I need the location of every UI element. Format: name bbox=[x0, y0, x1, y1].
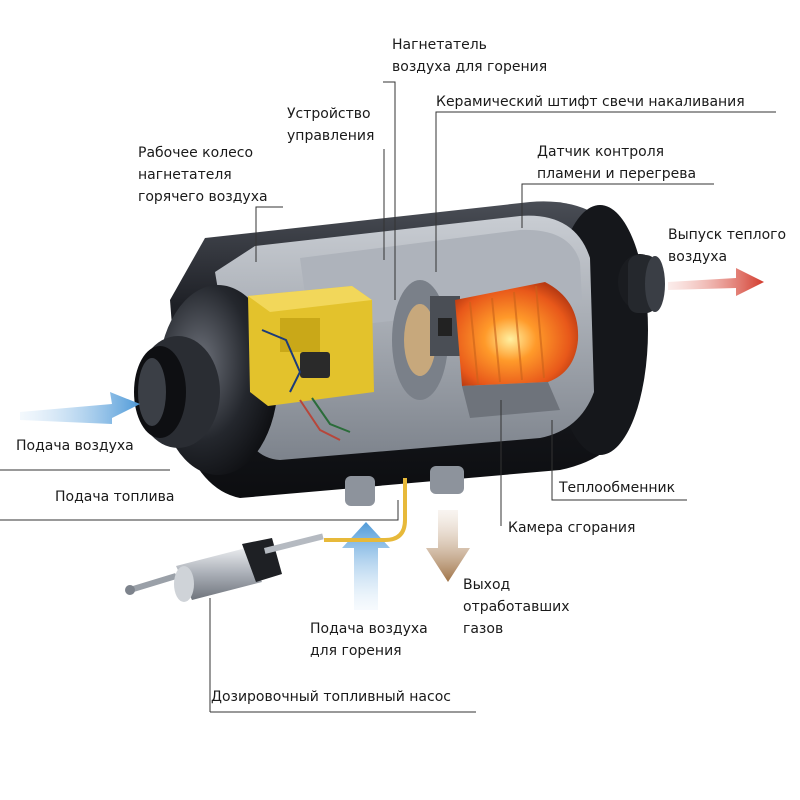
label-line: Керамический штифт свечи накаливания bbox=[436, 94, 745, 110]
label-heat-exchanger: Теплообменник bbox=[559, 477, 675, 499]
fuel-line bbox=[324, 478, 407, 542]
exhaust-down-arrow bbox=[426, 510, 470, 582]
label-warm-air-outlet: Выпуск теплого воздуха bbox=[668, 224, 786, 268]
label-line: Подача топлива bbox=[55, 489, 175, 505]
label-line: отработавших bbox=[463, 599, 570, 615]
label-control-unit: Устройство управления bbox=[287, 103, 374, 147]
warm-air-outlet-arrow bbox=[668, 268, 764, 296]
label-line: Выпуск теплого bbox=[668, 227, 787, 243]
label-line: Нагнетатель bbox=[392, 37, 487, 53]
label-line: воздуха для горения bbox=[392, 59, 548, 75]
label-combustion-air-blower: Нагнетатель воздуха для горения bbox=[392, 34, 547, 78]
label-line: Подача воздуха bbox=[16, 438, 134, 454]
label-line: Устройство bbox=[287, 106, 371, 122]
label-line: Датчик контроля bbox=[537, 144, 665, 160]
label-flame-sensor: Датчик контроля пламени и перегрева bbox=[537, 141, 696, 185]
label-air-intake: Подача воздуха bbox=[16, 435, 134, 457]
control-unit-block bbox=[248, 286, 374, 441]
label-ceramic-glow-pin: Керамический штифт свечи накаливания bbox=[436, 91, 745, 113]
combustion-air-up-arrow bbox=[342, 522, 390, 610]
label-line: пламени и перегрева bbox=[537, 166, 697, 182]
leader-lines bbox=[0, 81, 776, 713]
label-hot-air-impeller: Рабочее колесо нагнетателя горячего возд… bbox=[138, 142, 268, 208]
label-line: газов bbox=[463, 621, 504, 637]
label-line: нагнетателя bbox=[138, 167, 232, 183]
combustion-chamber-flame bbox=[455, 282, 579, 418]
label-combustion-chamber: Камера сгорания bbox=[508, 517, 635, 539]
label-dosing-pump: Дозировочный топливный насос bbox=[211, 686, 451, 708]
label-exhaust: Выход отработавших газов bbox=[463, 574, 570, 640]
label-line: Теплообменник bbox=[559, 480, 676, 496]
label-line: Рабочее колесо bbox=[138, 145, 254, 161]
label-line: управления bbox=[287, 128, 375, 144]
label-line: для горения bbox=[310, 643, 402, 659]
label-line: горячего воздуха bbox=[138, 189, 268, 205]
air-intake-arrow bbox=[20, 392, 140, 424]
label-line: Камера сгорания bbox=[508, 520, 636, 536]
label-line: воздуха bbox=[668, 249, 728, 265]
label-fuel-supply: Подача топлива bbox=[55, 486, 174, 508]
dosing-pump-illustration bbox=[125, 533, 324, 602]
label-line: Подача воздуха bbox=[310, 621, 428, 637]
label-line: Дозировочный топливный насос bbox=[211, 689, 451, 705]
label-combustion-air-supply: Подача воздуха для горения bbox=[310, 618, 428, 662]
label-line: Выход bbox=[463, 577, 511, 593]
blower-and-glow-pin bbox=[392, 280, 460, 400]
